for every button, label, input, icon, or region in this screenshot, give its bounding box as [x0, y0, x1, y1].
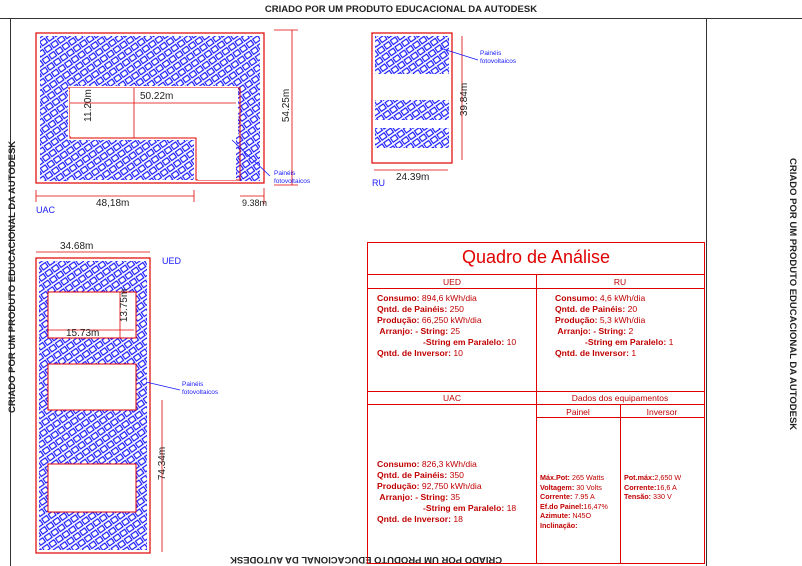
uac-inversor: Qntd. de Inversor: 18 [377, 514, 463, 524]
uac-dim-bottom: 48,18m [96, 198, 130, 209]
inversor-header: Inversor [646, 407, 678, 417]
ru-dim-height: 39.84m [459, 82, 471, 117]
equip-header: Dados dos equipamentos [571, 393, 669, 403]
ru-column-header: RU [613, 277, 627, 287]
painel-eficiencia: Ef.do Painel:16,47% [540, 501, 608, 511]
watermark-top: CRIADO POR UM PRODUTO EDUCACIONAL DA AUT… [264, 4, 538, 15]
inversor-corrente: Corrente:16,6 A [624, 482, 677, 492]
ued-dim-hole-h: 13.75m [119, 288, 131, 323]
uac-building [35, 32, 265, 184]
ru-producao: Produção: 5,3 kWh/dia [555, 315, 646, 325]
uac-panel-label: Painéis fotovoltaicos [274, 170, 310, 186]
uac-dim-top: 50.22m [140, 91, 174, 102]
right-margin-line [706, 18, 707, 566]
inversor-tensao: Tensão: 330 V [624, 492, 672, 502]
uac-paralelo: -String em Paralelo: 18 [423, 503, 517, 513]
painel-azimute: Azimute: N45O [540, 511, 592, 521]
uac-dim-right: 54.25m [281, 88, 293, 123]
ued-paineis: Qntd. de Painéis: 250 [377, 304, 464, 314]
ued-consumo: Consumo: 894,6 kWh/dia [377, 293, 477, 303]
ued-producao: Produção: 66,250 kWh/dia [377, 315, 482, 325]
ru-building [371, 32, 453, 164]
ru-arranjo: Arranjo: - String: 2 [557, 326, 634, 336]
ru-panel-label-2: fotovoltaicos [480, 58, 517, 65]
ued-dim-height: 74.34m [157, 446, 169, 481]
ued-column-header: UED [443, 277, 461, 287]
ru-paineis: Qntd. de Painéis: 20 [555, 304, 638, 314]
uac-dim-inner: 11.20m [82, 89, 94, 122]
ued-panel-label-2: fotovoltaicos [182, 389, 219, 396]
ued-panel-label: Painéis fotovoltaicos [182, 381, 218, 397]
uac-analysis: Consumo: 826,3 kWh/dia Qntd. de Painéis:… [377, 459, 516, 525]
ued-dim-top: 34.68m [60, 241, 94, 252]
uac-label: UAC [36, 205, 56, 215]
uac-panel-label-1: Painéis [274, 170, 296, 177]
ru-consumo: Consumo: 4,6 kWh/dia [555, 293, 646, 303]
ued-panel-label-1: Painéis [182, 381, 204, 388]
inversor-data: Pot.máx:2,650 W Corrente:16,6 A Tensão: … [624, 473, 681, 502]
ued-arranjo: Arranjo: - String: 25 [379, 326, 461, 336]
ued-inversor: Qntd. de Inversor: 10 [377, 348, 463, 358]
left-margin-line [10, 18, 11, 566]
painel-voltagem: Voltagem: 30 Volts [540, 482, 602, 492]
ued-building [35, 257, 151, 554]
ru-inversor: Qntd. de Inversor: 1 [555, 348, 637, 358]
uac-arranjo: Arranjo: - String: 35 [379, 492, 461, 502]
painel-inclinacao: Inclinação: [540, 520, 578, 530]
painel-corrente: Corrente: 7.95 A [540, 492, 595, 502]
ru-paralelo: -String em Paralelo: 1 [585, 337, 674, 347]
ued-label: UED [162, 256, 182, 266]
top-title-bar [0, 0, 802, 19]
ru-label: RU [372, 178, 385, 188]
painel-potmax: Máx.Pot: 265 Watts [540, 473, 605, 482]
uac-paineis: Qntd. de Painéis: 350 [377, 470, 464, 480]
inversor-potmax: Pot.máx:2,650 W [624, 473, 682, 482]
ru-analysis: Consumo: 4,6 kWh/dia Qntd. de Painéis: 2… [555, 293, 673, 359]
ru-panel-label-1: Painéis [480, 50, 502, 57]
ru-panel-label: Painéis fotovoltaicos [480, 50, 516, 66]
ued-analysis: Consumo: 894,6 kWh/dia Qntd. de Painéis:… [377, 293, 516, 359]
uac-panel-label-2: fotovoltaicos [274, 178, 311, 185]
uac-column-header: UAC [443, 393, 461, 403]
uac-consumo: Consumo: 826,3 kWh/dia [377, 459, 477, 469]
ru-dim-width: 24.39m [396, 172, 430, 183]
painel-data: Máx.Pot: 265 Watts Voltagem: 30 Volts Co… [540, 473, 608, 531]
uac-dim-leg: 9.38m [242, 198, 268, 208]
quadro-de-analise: Quadro de Análise UED RU Consumo: 894,6 … [367, 242, 705, 564]
ued-dim-hole-w: 15.73m [66, 328, 100, 339]
quadro-title: Quadro de Análise [461, 247, 611, 267]
painel-header: Painel [566, 407, 590, 417]
ued-paralelo: -String em Paralelo: 10 [423, 337, 517, 347]
uac-producao: Produção: 92,750 kWh/dia [377, 481, 482, 491]
